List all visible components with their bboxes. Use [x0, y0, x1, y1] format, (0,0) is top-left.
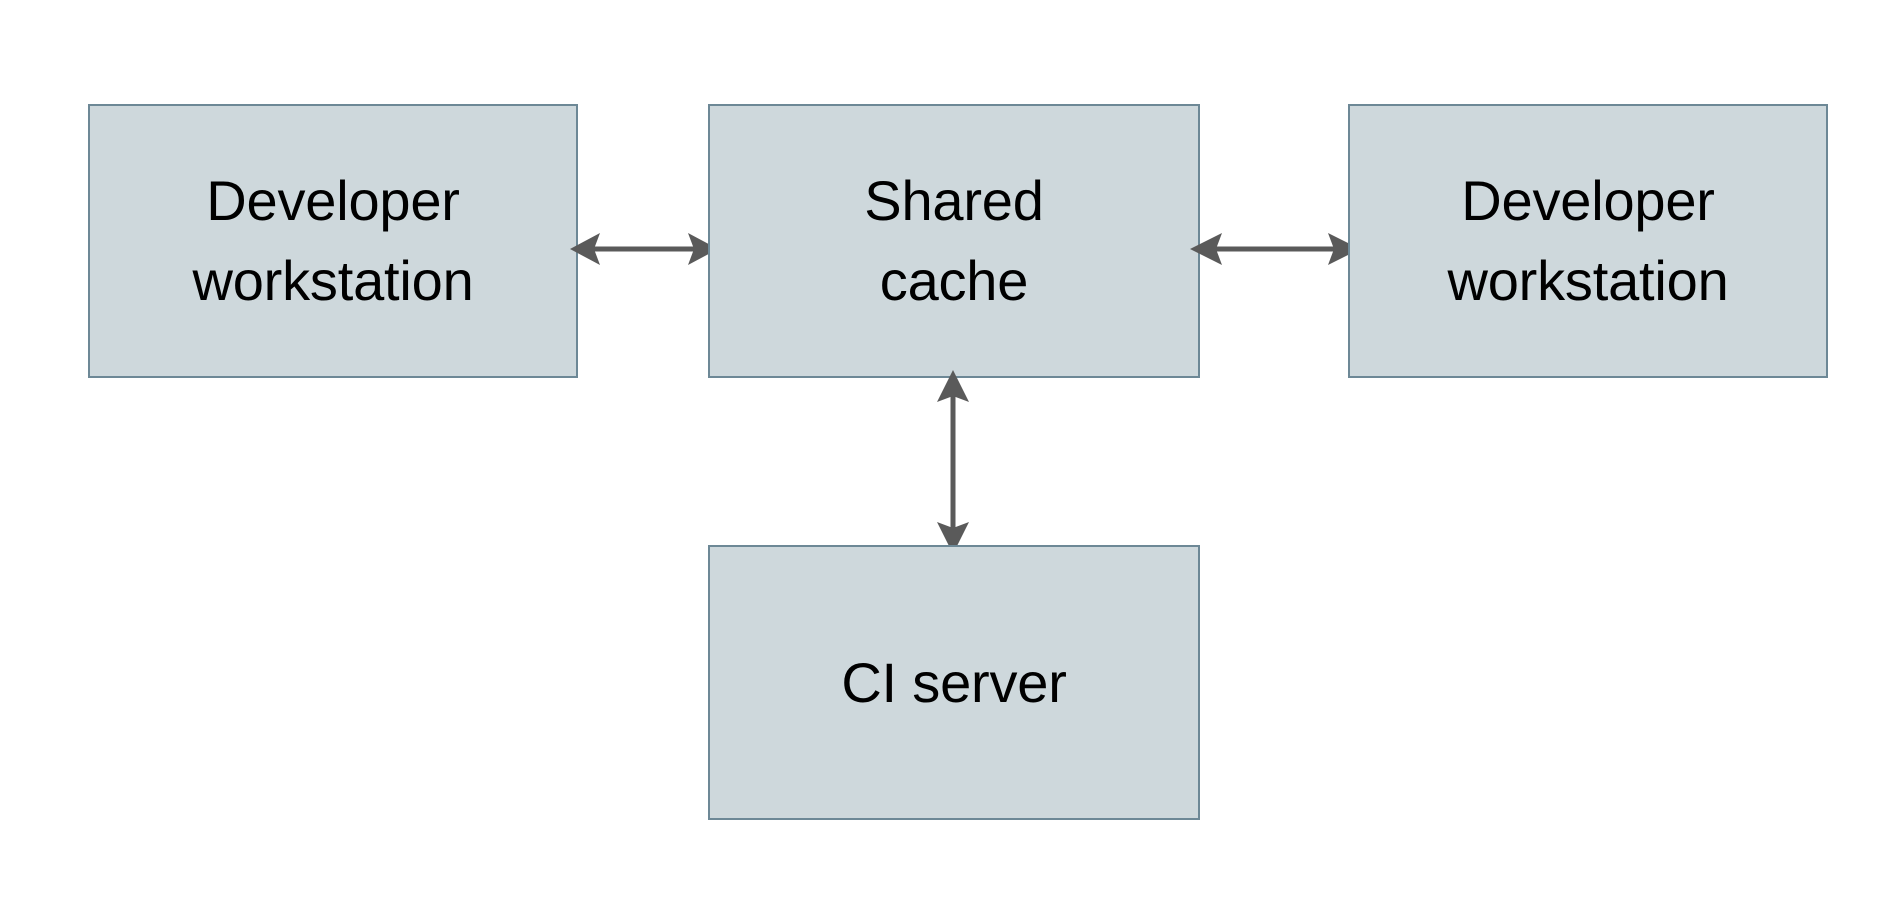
node-label: Developer workstation	[192, 169, 474, 312]
node-shared-cache[interactable]: Shared cache	[708, 104, 1200, 378]
node-developer-workstation-right[interactable]: Developer workstation	[1348, 104, 1828, 378]
double-arrow-icon	[570, 233, 718, 265]
node-label: Shared cache	[864, 169, 1044, 312]
node-label: CI server	[841, 650, 1067, 714]
node-label: Developer workstation	[1447, 169, 1729, 312]
node-ci-server[interactable]: CI server	[708, 545, 1200, 820]
edge-shared-cache-to-developer-right	[1190, 215, 1360, 285]
node-developer-workstation-left[interactable]: Developer workstation	[88, 104, 578, 378]
double-arrow-icon	[1190, 233, 1360, 265]
double-arrow-icon	[937, 370, 969, 554]
edge-shared-cache-to-ci-server	[915, 370, 991, 554]
edge-developer-left-to-shared-cache	[570, 215, 718, 285]
